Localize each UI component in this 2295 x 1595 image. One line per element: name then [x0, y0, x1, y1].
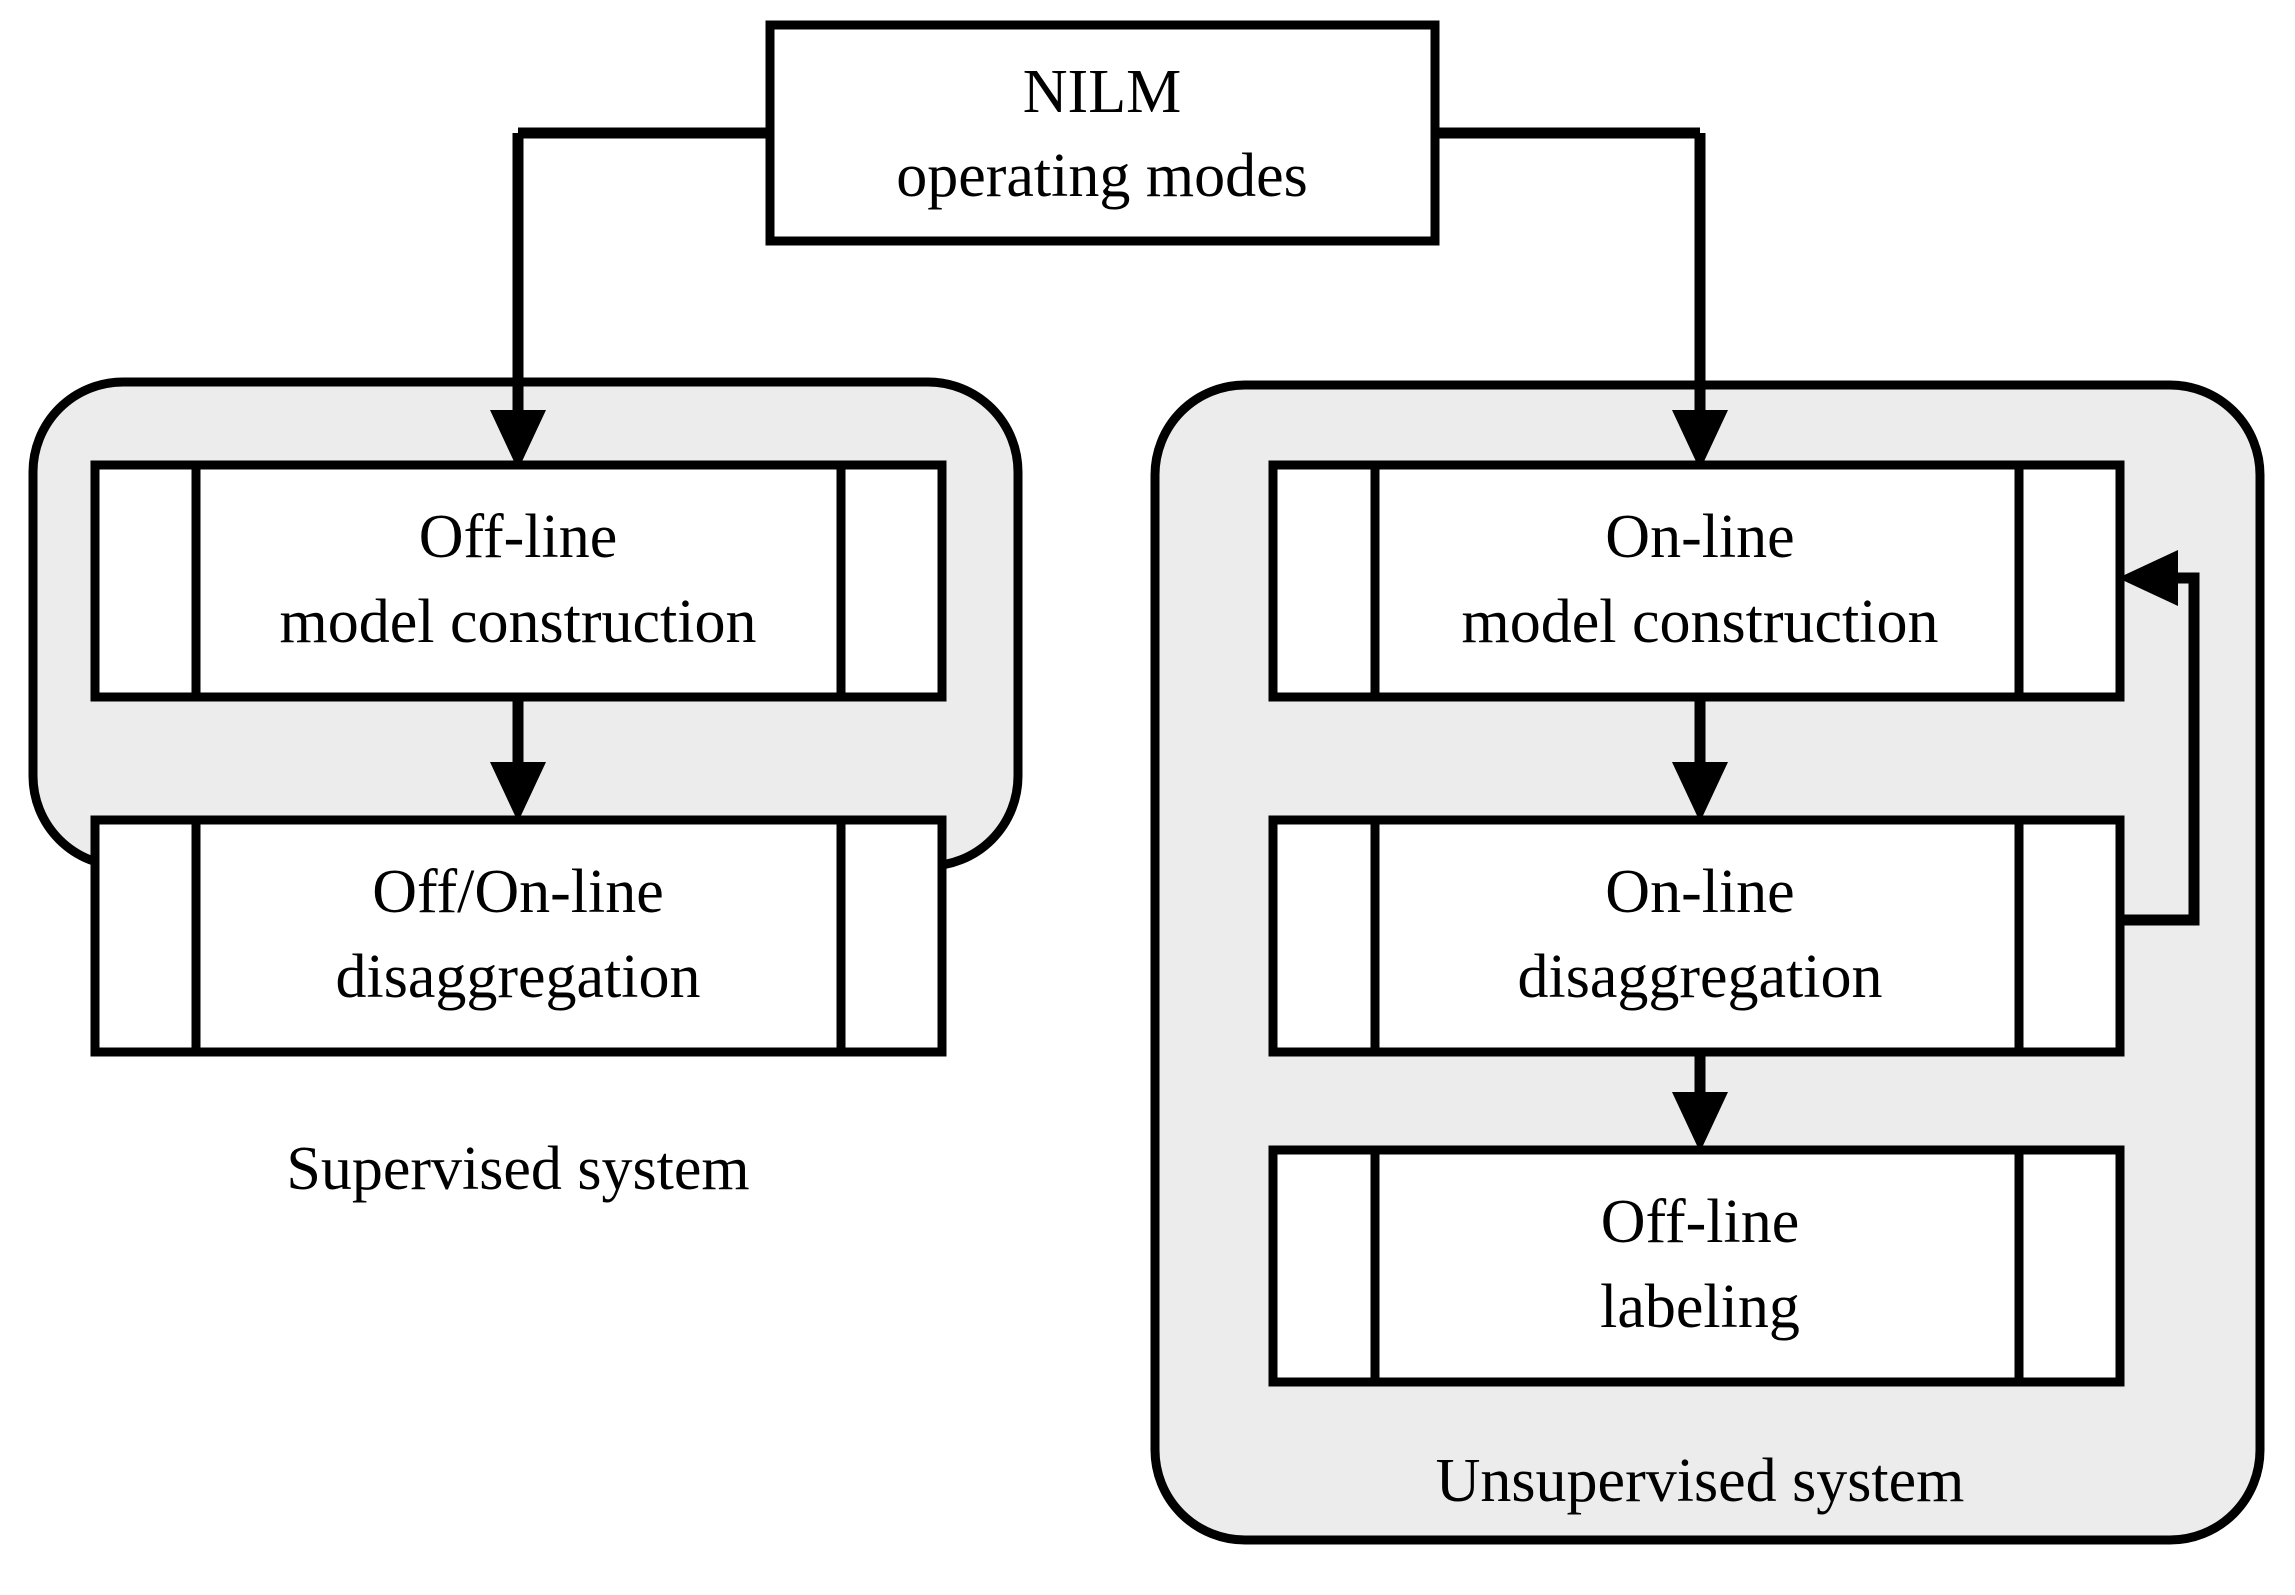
node-box-nilm-operating-modes[interactable]: [765, 20, 1440, 246]
node-offline-labeling[interactable]: Off-line labeling: [1268, 1145, 2125, 1387]
node-box-online-disaggregation[interactable]: [1268, 815, 2125, 1057]
node-label-online-disaggregation-line2: disaggregation: [1517, 943, 1882, 1011]
arrowhead-offline-model-to-disagg: [490, 762, 546, 822]
node-label-online-model-construction-line2: model construction: [1462, 588, 1939, 656]
node-label-nilm-line1: NILM: [1023, 58, 1181, 126]
node-label-offline-labeling-line2: labeling: [1600, 1273, 1800, 1341]
node-label-off-on-line-disaggregation-line2: disaggregation: [335, 943, 700, 1011]
arrowhead-feedback-loop: [2118, 550, 2178, 606]
arrowhead-online-model-to-disagg: [1672, 762, 1728, 822]
node-online-disaggregation[interactable]: On-line disaggregation: [1268, 815, 2125, 1057]
node-online-model-construction[interactable]: On-line model construction: [1268, 460, 2125, 702]
node-label-off-on-line-disaggregation-line1: Off/On-line: [372, 858, 664, 926]
group-label-supervised-system: Supervised system: [286, 1135, 749, 1203]
group-label-unsupervised-system: Unsupervised system: [1436, 1447, 1965, 1515]
node-box-offline-model-construction[interactable]: [90, 460, 947, 702]
node-label-offline-model-construction-line1: Off-line: [419, 503, 618, 571]
node-box-online-model-construction[interactable]: [1268, 460, 2125, 702]
node-label-online-disaggregation-line1: On-line: [1605, 858, 1794, 926]
node-label-offline-model-construction-line2: model construction: [280, 588, 757, 656]
arrowhead-online-disagg-to-labeling: [1672, 1092, 1728, 1152]
node-label-online-model-construction-line1: On-line: [1605, 503, 1794, 571]
node-offline-model-construction[interactable]: Off-line model construction: [90, 460, 947, 702]
node-off-on-line-disaggregation[interactable]: Off/On-line disaggregation: [90, 815, 947, 1057]
arrowhead-root-to-unsupervised: [1672, 410, 1728, 470]
node-box-offline-labeling[interactable]: [1268, 1145, 2125, 1387]
node-box-off-on-line-disaggregation[interactable]: [90, 815, 947, 1057]
node-label-offline-labeling-line1: Off-line: [1601, 1188, 1800, 1256]
arrowhead-root-to-supervised: [490, 410, 546, 470]
node-label-nilm-line2: operating modes: [896, 142, 1308, 210]
